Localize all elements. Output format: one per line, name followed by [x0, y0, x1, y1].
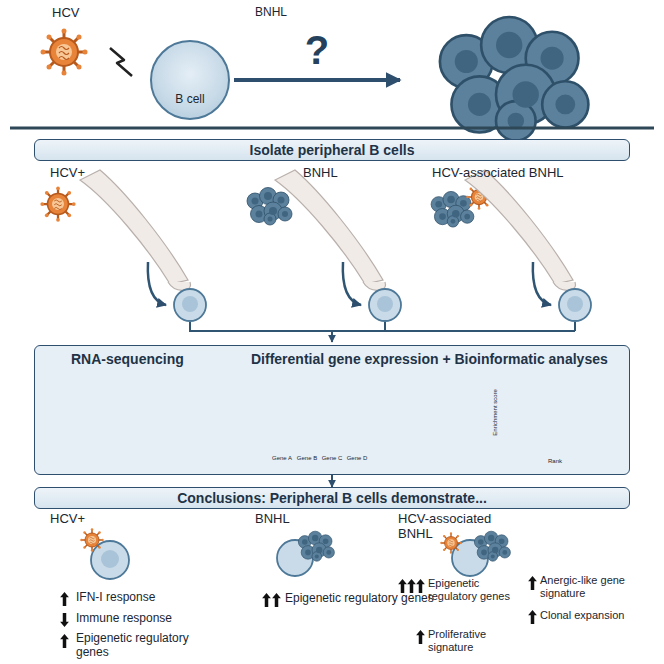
text-label: IFN-I response: [76, 591, 155, 605]
node-title: BNHL: [255, 5, 287, 19]
axis-label: Enrichment score: [492, 382, 499, 442]
axis-label: Gene D: [345, 455, 369, 462]
tumor-cluster: BNHL: [400, 15, 625, 145]
text-label: Epigenetic regulatory genes: [428, 577, 526, 602]
text-label: Epigenetic regulatory genes: [76, 632, 208, 660]
text-label: HCV-associated BNHL: [432, 166, 564, 181]
text-label: HCV+: [50, 512, 85, 527]
edge-label: ?: [305, 30, 329, 70]
text-label: Epigenetic regulatory genes: [285, 592, 434, 606]
node-title: Isolate peripheral B cells: [250, 142, 415, 158]
node-title: Conclusions: Peripheral B cells demonstr…: [177, 490, 487, 506]
text-label: BNHL: [303, 166, 338, 181]
text-label: HCV+: [50, 166, 85, 181]
text-label: HCV: [52, 6, 79, 21]
axis-label: Rank: [548, 458, 562, 465]
step-band: Isolate peripheral B cells: [34, 139, 630, 161]
text-label: Immune response: [76, 612, 172, 626]
axis-label: Gene A: [270, 455, 294, 462]
axis-label: Gene C: [320, 455, 344, 462]
text-label: BNHL: [255, 512, 290, 527]
connector-arrow: [234, 78, 400, 82]
text-label: Clonal expansion: [540, 609, 658, 622]
step-band: Conclusions: Peripheral B cells demonstr…: [34, 487, 630, 509]
connector-arrow: [331, 475, 333, 487]
node-subtitle: Differential gene expression + Bioinform…: [251, 351, 608, 367]
b-cell-circle: B cell: [150, 40, 230, 120]
axis-label: Gene B: [295, 455, 319, 462]
text-label: Anergic-like gene signature: [540, 574, 658, 599]
node-title: RNA-sequencing: [71, 351, 184, 367]
text-label: Proliferative signature: [428, 628, 526, 653]
node-title: B cell: [152, 92, 228, 106]
text-label: HCV-associated BNHL: [398, 512, 498, 542]
